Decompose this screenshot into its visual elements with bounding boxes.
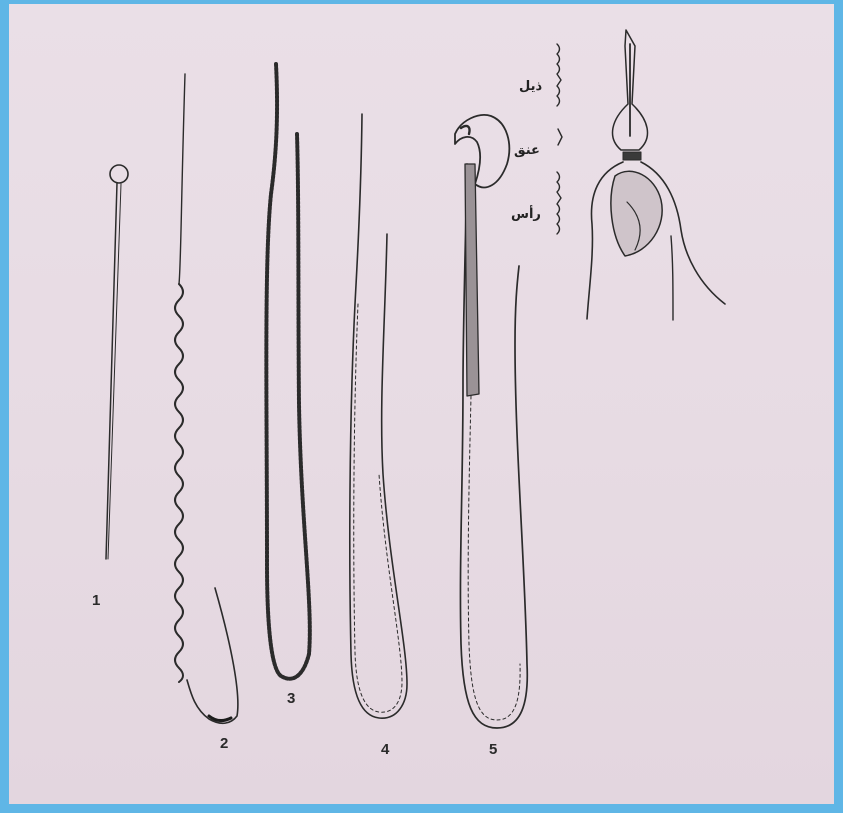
figure-drawing [9,4,834,804]
figure-1-drawing [106,165,128,559]
figure-number-3: 3 [287,690,295,707]
page-background: 1 2 3 4 5 ذيل عنق رأس [9,4,834,804]
figure-number-5: 5 [489,741,497,758]
label-head: رأس [511,207,541,222]
label-tail: ذيل [519,79,542,94]
inset-drawing [557,30,725,320]
figure-number-2: 2 [220,735,228,752]
figure-4-drawing [350,114,407,718]
figure-number-1: 1 [92,592,100,609]
figure-3-drawing [266,64,309,679]
figure-2-drawing [175,74,238,723]
figure-number-4: 4 [381,741,389,758]
label-neck: عنق [514,143,540,158]
